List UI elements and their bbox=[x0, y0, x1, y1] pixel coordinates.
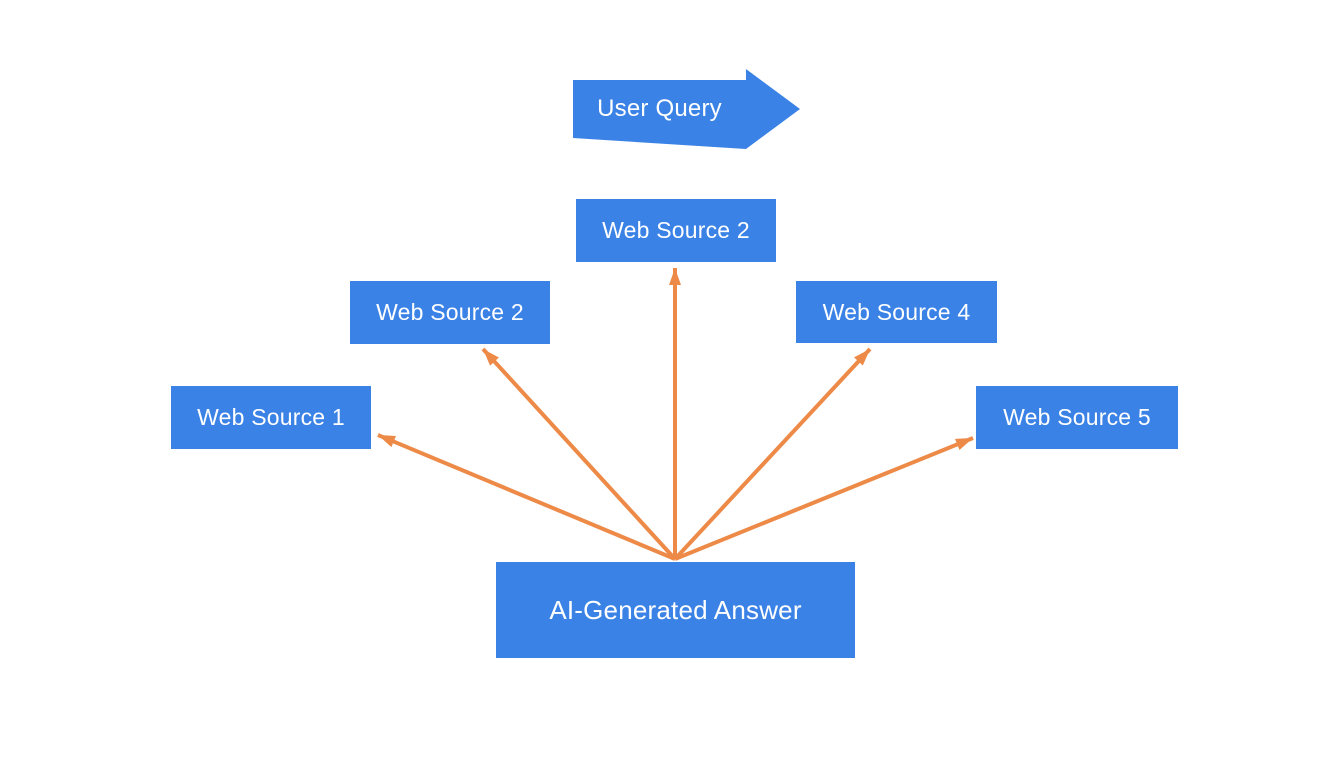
web-source-4-box: Web Source 4 bbox=[796, 281, 997, 343]
ai-generated-answer-box: AI-Generated Answer bbox=[496, 562, 855, 658]
web-source-4-label: Web Source 4 bbox=[822, 298, 971, 325]
web-source-2-left-box: Web Source 2 bbox=[350, 281, 550, 344]
web-source-5-label: Web Source 5 bbox=[1003, 404, 1151, 430]
web-source-1-box: Web Source 1 bbox=[171, 386, 371, 449]
ai-generated-answer-label: AI-Generated Answer bbox=[549, 594, 802, 625]
arrow-to-web-source-2-left bbox=[481, 347, 677, 561]
arrow-to-web-source-5 bbox=[674, 436, 974, 561]
user-query-label: User Query bbox=[597, 95, 722, 122]
web-source-2-top-box: Web Source 2 bbox=[576, 199, 776, 262]
web-source-5-box: Web Source 5 bbox=[976, 386, 1178, 449]
arrow-to-web-source-1 bbox=[377, 433, 676, 561]
web-source-2-left-label: Web Source 2 bbox=[376, 299, 524, 325]
web-source-2-top-label: Web Source 2 bbox=[602, 217, 750, 243]
arrow-to-web-source-4 bbox=[673, 347, 872, 561]
web-source-1-label: Web Source 1 bbox=[197, 404, 345, 430]
user-query-arrow-shape: User Query bbox=[573, 69, 800, 149]
